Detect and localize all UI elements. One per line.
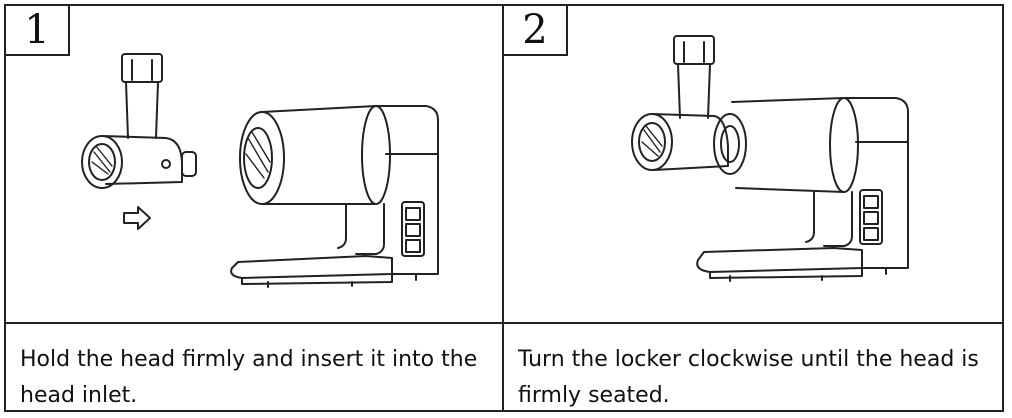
step-1-panel: 1 (4, 4, 504, 324)
step-2-illustration (504, 6, 1006, 326)
step-1-caption: Hold the head firmly and insert it into … (4, 322, 504, 412)
instruction-diagram: 1 (4, 4, 1004, 412)
step-2-panel: 2 (502, 4, 1004, 324)
step-2-caption: Turn the locker clockwise until the head… (502, 322, 1004, 412)
juicer-body (231, 106, 438, 287)
right-arrow-icon (124, 207, 150, 229)
juicer-assembled (632, 36, 908, 281)
step-1-illustration (6, 6, 506, 326)
juicer-head-detached (82, 54, 196, 188)
